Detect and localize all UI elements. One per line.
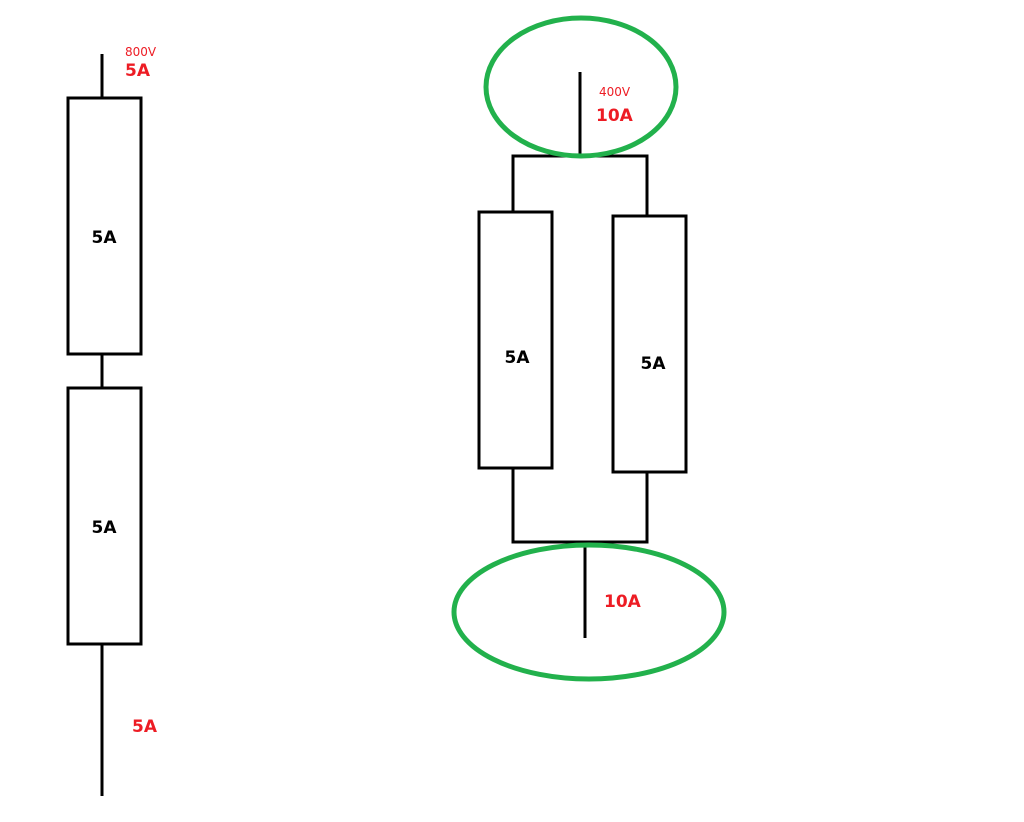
parallel-top-bus xyxy=(511,154,649,216)
parallel-bottom-bus xyxy=(511,468,649,544)
parallel-input-current-label: 10A xyxy=(596,106,634,126)
input-highlight-circle xyxy=(483,15,679,159)
parallel-resistor-left-label: 5A xyxy=(505,348,531,368)
series-resistor-2-label: 5A xyxy=(92,518,118,538)
series-voltage-label: 800V xyxy=(125,45,157,59)
parallel-circuit: 400V 10A 5A 5A 10A xyxy=(451,15,727,682)
series-resistor-2 xyxy=(66,386,143,646)
output-highlight-circle xyxy=(451,542,727,682)
parallel-resistor-right xyxy=(611,214,688,474)
parallel-resistor-right-label: 5A xyxy=(641,354,667,374)
parallel-resistor-left xyxy=(477,210,554,470)
parallel-voltage-label: 400V xyxy=(599,85,631,99)
parallel-output-current-label: 10A xyxy=(604,592,642,612)
series-resistor-1 xyxy=(66,96,143,356)
series-output-current-label: 5A xyxy=(132,717,158,737)
series-input-current-label: 5A xyxy=(125,61,151,81)
series-circuit: 800V 5A 5A 5A 5A xyxy=(66,45,158,796)
series-resistor-1-label: 5A xyxy=(92,228,118,248)
